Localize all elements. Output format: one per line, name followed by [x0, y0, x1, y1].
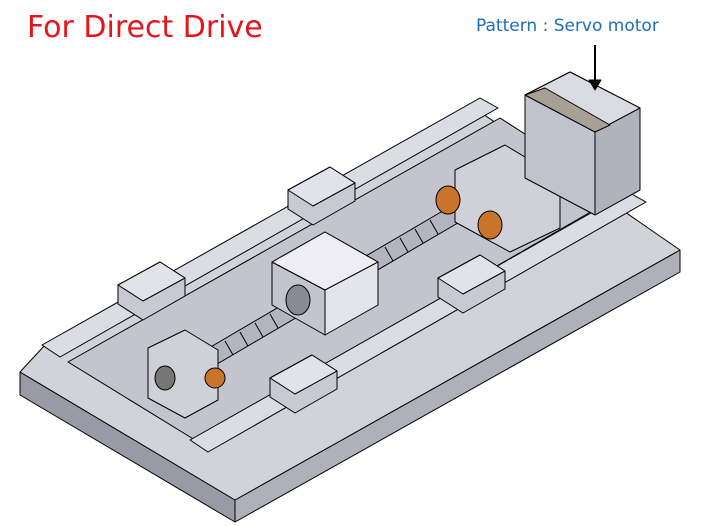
carriage-block — [287, 166, 356, 226]
carriage-block — [437, 254, 506, 314]
carriage-block — [269, 354, 338, 414]
carriage-block — [117, 261, 186, 321]
servo-motor — [524, 71, 641, 216]
nut-block — [271, 231, 379, 336]
end-support — [147, 329, 226, 419]
diagram-title: For Direct Drive — [27, 10, 263, 45]
callout-label: Pattern : Servo motor — [476, 16, 659, 36]
arrow-head — [588, 79, 602, 91]
